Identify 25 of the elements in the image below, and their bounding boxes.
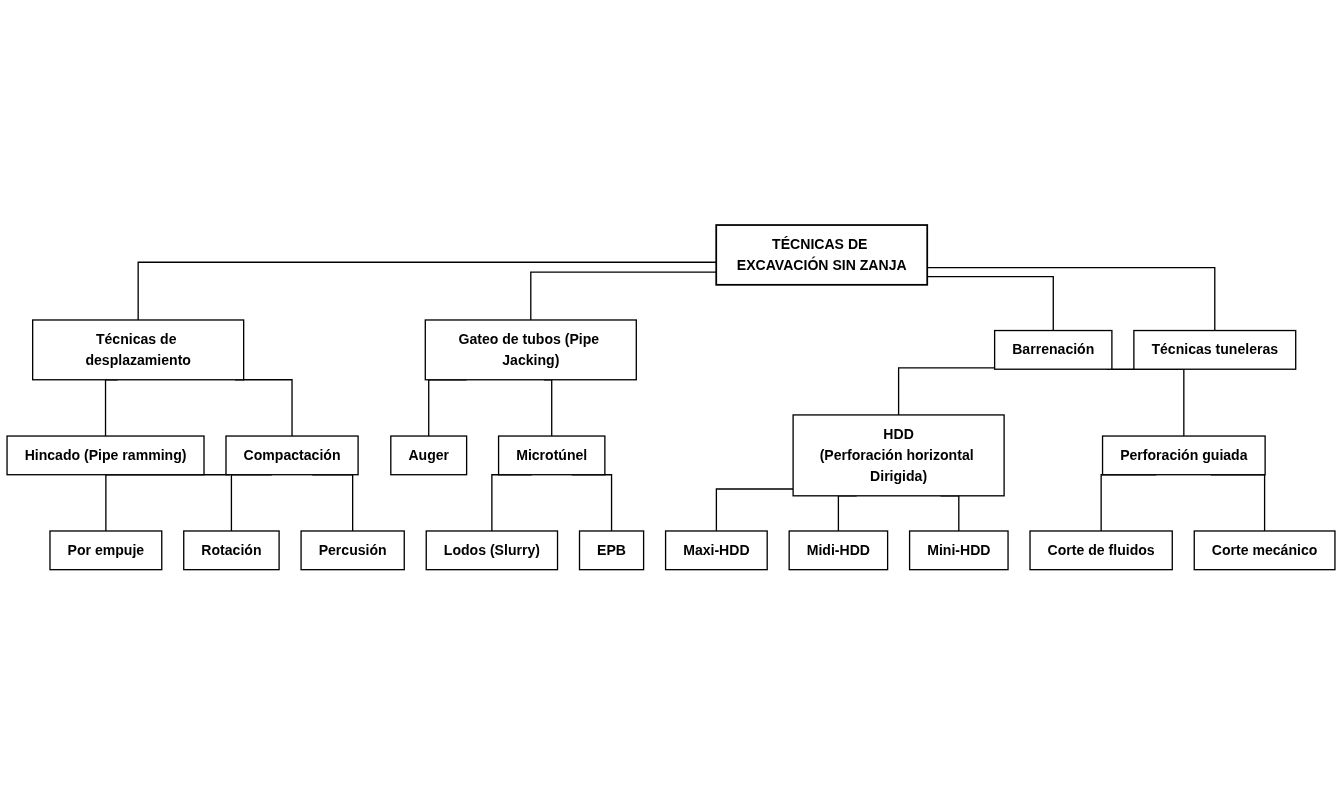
node-box: Perforación guiada xyxy=(1101,435,1266,476)
node-box: Rotación xyxy=(183,530,280,571)
node-box: Midi-HDD xyxy=(788,530,889,571)
node-box: Por empuje xyxy=(49,530,163,571)
connector xyxy=(530,271,717,321)
node-box: Mini-HDD xyxy=(908,530,1009,571)
node-box: Percusión xyxy=(300,530,405,571)
node-box: Auger xyxy=(390,435,468,476)
connector xyxy=(897,367,996,416)
node-box: TÉCNICAS DE EXCAVACIÓN SIN ZANJA xyxy=(715,224,929,286)
node-box: Gateo de tubos (Pipe Jacking) xyxy=(424,319,637,381)
node-box: Corte de fluidos xyxy=(1029,530,1173,571)
node-box: Técnicas de desplazamiento xyxy=(32,319,245,381)
node-box: Barrenación xyxy=(993,330,1113,371)
connector xyxy=(137,261,717,321)
node-box: Hincado (Pipe ramming) xyxy=(6,435,205,476)
connector xyxy=(715,488,794,532)
node-box: Maxi-HDD xyxy=(664,530,768,571)
node-box: EPB xyxy=(578,530,645,571)
node-box: Técnicas tuneleras xyxy=(1133,330,1297,371)
node-box: Lodos (Slurry) xyxy=(425,530,559,571)
node-box: Microtúnel xyxy=(497,435,606,476)
node-box: Compactación xyxy=(225,435,359,476)
node-box: Corte mecánico xyxy=(1193,530,1336,571)
node-box: HDD (Perforación horizontal Dirigida) xyxy=(792,414,1005,497)
